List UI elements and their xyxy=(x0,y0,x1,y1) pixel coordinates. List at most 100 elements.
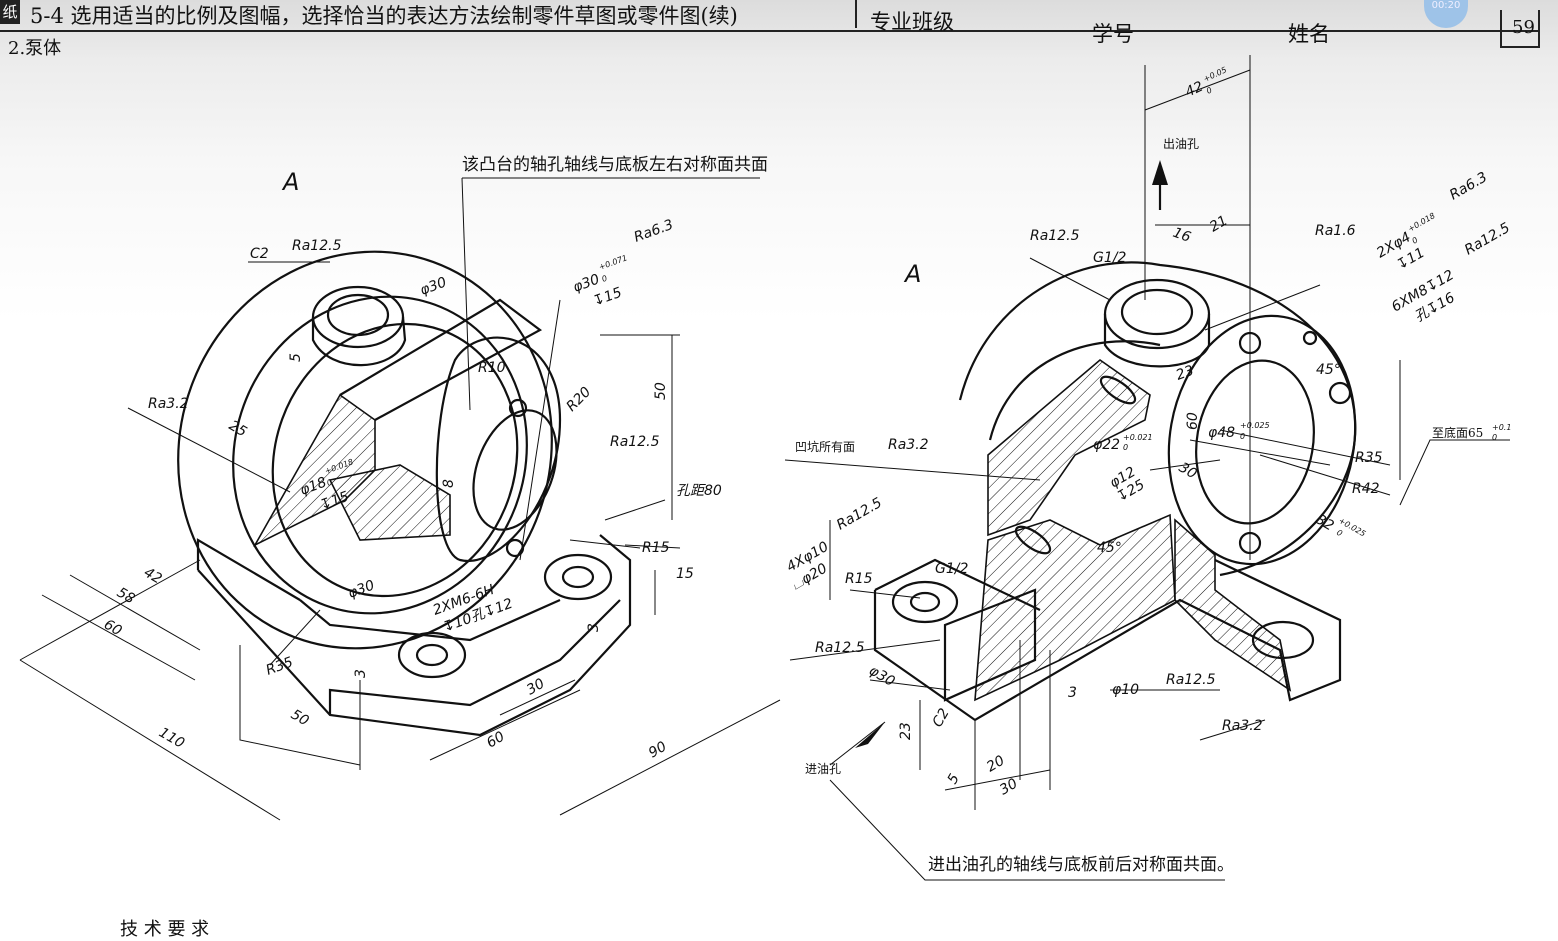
header-divider xyxy=(855,0,857,28)
dimension-label: 5 xyxy=(288,353,304,362)
angle-label: 45° xyxy=(1097,540,1122,556)
dimension-label: 25 xyxy=(226,418,250,441)
pit-note: 凹坑所有面 xyxy=(795,439,855,454)
right-isometric-view xyxy=(784,55,1510,881)
dimension-label: 42 xyxy=(141,565,165,588)
dimension-label: R20 xyxy=(564,384,595,415)
tolerance-upper: +0.025 xyxy=(1337,516,1367,539)
page-divider xyxy=(1500,10,1502,48)
dimension-label: 5 xyxy=(945,771,963,787)
roughness-callout: Ra12.5 xyxy=(1030,228,1080,244)
angle-label: 45° xyxy=(1316,362,1341,378)
tolerance-upper: +0.05 xyxy=(1202,65,1228,84)
left-note: 该凸台的轴孔轴线与底板左右对称面共面 xyxy=(462,155,768,175)
roughness-callout: Ra12.5 xyxy=(1462,220,1513,259)
dimension-label: R15 xyxy=(845,571,873,587)
dimension-label: R10 xyxy=(478,360,506,376)
dimension-label: 50 xyxy=(653,382,669,400)
tolerance-lower: 0 xyxy=(1123,443,1128,452)
page-box-right xyxy=(1538,10,1540,48)
dimension-label: 30 xyxy=(524,676,548,699)
dimension-label: 23 xyxy=(1174,363,1196,384)
dimension-label: 16 xyxy=(1171,225,1193,246)
roughness-callout: Ra6.3 xyxy=(1447,169,1490,203)
roughness-callout: Ra1.6 xyxy=(1315,223,1356,239)
dimension-label: R35 xyxy=(1355,450,1383,466)
outlet-label: 出油孔 xyxy=(1163,137,1199,151)
inlet-label: 进油孔 xyxy=(805,762,841,776)
dimension-label: 90 xyxy=(646,739,670,762)
thread-label: G1/2 xyxy=(935,561,968,577)
dimension-label: 3 xyxy=(586,623,602,632)
roughness-callout: Ra12.5 xyxy=(1166,672,1216,688)
roughness-callout: Ra3.2 xyxy=(1222,718,1263,734)
student-id-label: 学号 xyxy=(1092,22,1134,46)
dimension-label: 30 xyxy=(1176,460,1200,483)
left-isometric-view xyxy=(19,177,781,821)
chamfer-label: C2 xyxy=(930,706,953,730)
tolerance-upper: +0.025 xyxy=(1240,421,1270,430)
roughness-callout: Ra12.5 xyxy=(610,434,660,450)
dimension-label: 110 xyxy=(156,725,187,752)
tolerance-lower: 0 xyxy=(1335,528,1344,538)
dimension-label: φ48 xyxy=(1208,425,1235,441)
dimension-label: R42 xyxy=(1352,481,1380,497)
dimension-label: φ30 xyxy=(418,274,449,298)
tolerance-lower: 0 xyxy=(326,478,334,488)
tolerance-lower: 0 xyxy=(1411,235,1420,245)
to-base-label: 至底面65 xyxy=(1432,425,1483,440)
dimension-label: 50 xyxy=(288,707,312,730)
dimension-label: 3 xyxy=(353,669,369,678)
roughness-callout: Ra3.2 xyxy=(148,396,189,412)
dimension-label: 20 xyxy=(984,753,1008,776)
right-view-labels: A 进出油孔的轴线与底板前后对称面共面。 42 +0.05 0 出油孔 16 2… xyxy=(784,65,1513,875)
left-view-labels: A 该凸台的轴孔轴线与底板左右对称面共面 C2 Ra12.5 φ30 φ30 +… xyxy=(101,155,768,761)
tolerance-lower: 0 xyxy=(601,274,609,284)
tolerance-lower: 0 xyxy=(1205,86,1213,96)
dimension-label: φ10 xyxy=(1112,682,1139,698)
dimension-label: 60 xyxy=(101,617,125,640)
dimension-label: 3 xyxy=(1068,685,1077,701)
view-label-a: A xyxy=(903,260,921,288)
dimension-label: 60 xyxy=(1185,412,1201,430)
callout: C2 xyxy=(250,246,269,262)
page-title: 5-4 选用适当的比例及图幅，选择恰当的表达方法绘制零件草图或零件图(续) xyxy=(30,4,738,28)
dimension-label: 15 xyxy=(676,566,694,582)
dimension-label: R35 xyxy=(264,654,295,678)
tolerance-upper: +0.021 xyxy=(1123,433,1153,442)
tolerance-upper: +0.018 xyxy=(1407,211,1437,234)
thread-label: G1/2 xyxy=(1093,250,1126,266)
dimension-label: 30 xyxy=(997,776,1021,799)
dimension-label: 21 xyxy=(1207,213,1230,236)
roughness-callout: Ra12.5 xyxy=(292,238,342,254)
corner-tab: 纸 xyxy=(0,0,20,24)
dimension-label: 60 xyxy=(484,729,508,752)
header-bar: 纸 5-4 选用适当的比例及图幅，选择恰当的表达方法绘制零件草图或零件图(续) … xyxy=(0,0,1558,48)
dimension-label: φ22 xyxy=(1093,437,1120,453)
roughness-callout: Ra12.5 xyxy=(815,640,865,656)
dimension-label: 23 xyxy=(898,722,914,740)
page-number: 59 xyxy=(1512,17,1535,38)
tolerance-lower: 0 xyxy=(1492,433,1497,442)
name-label: 姓名 xyxy=(1288,22,1330,46)
view-label-a: A xyxy=(281,168,299,196)
roughness-callout: Ra3.2 xyxy=(888,437,929,453)
dimension-label: 8 xyxy=(441,479,457,488)
tolerance-lower: 0 xyxy=(1240,432,1245,441)
header-rule xyxy=(0,30,1540,32)
dimension-label: R15 xyxy=(642,540,670,556)
page-box-bottom xyxy=(1500,46,1540,48)
dimension-label: φ30 xyxy=(346,577,377,601)
dimension-label: 32 xyxy=(1313,512,1337,535)
roughness-callout: Ra6.3 xyxy=(632,217,676,246)
tolerance-upper: +0.1 xyxy=(1492,423,1511,432)
tolerance-upper: +0.071 xyxy=(598,253,629,272)
class-label: 专业班级 xyxy=(870,10,954,34)
dimension-label: 58 xyxy=(114,585,138,608)
right-note: 进出油孔的轴线与底板前后对称面共面。 xyxy=(928,855,1234,875)
roughness-callout: Ra12.5 xyxy=(834,495,885,534)
section-subtitle: 2.泵体 xyxy=(8,38,62,59)
dimension-label: 42 xyxy=(1183,79,1206,101)
